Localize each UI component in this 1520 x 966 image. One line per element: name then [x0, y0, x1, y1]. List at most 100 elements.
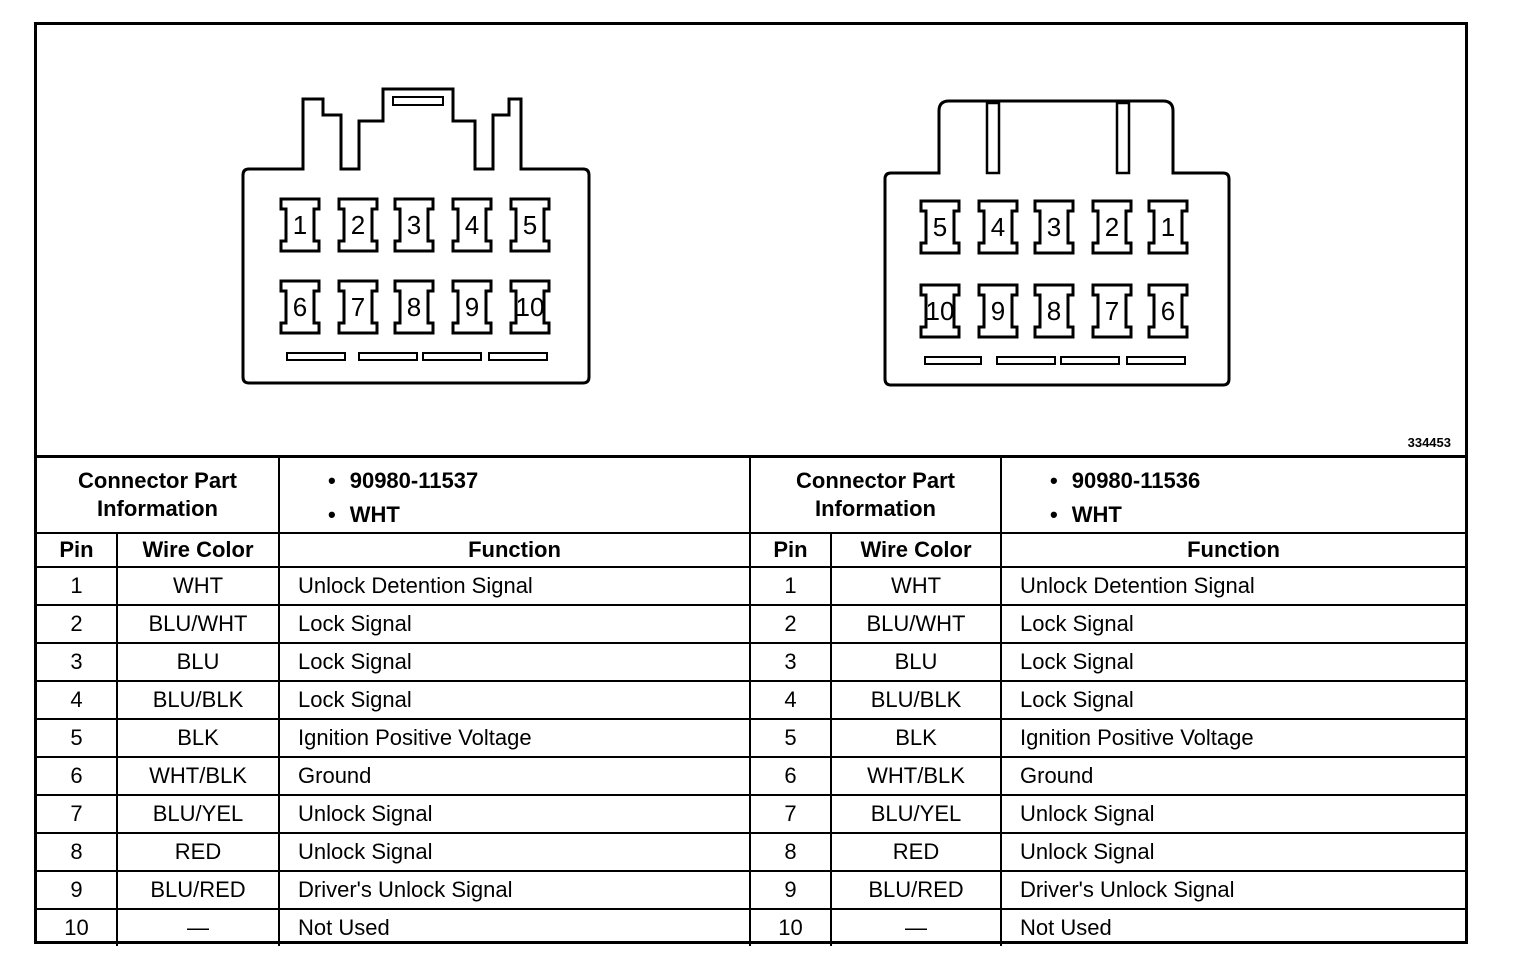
- pin-cell: 4: [37, 680, 118, 720]
- pin-number-label: 9: [465, 292, 479, 322]
- function-cell: Not Used: [1000, 908, 1465, 946]
- connector-pin: 9: [451, 279, 493, 335]
- wire-color-cell: WHT/BLK: [829, 756, 1003, 796]
- pin-cell: 9: [751, 870, 832, 910]
- connector-pin: 5: [509, 197, 551, 253]
- header-wire-color: Wire Color: [829, 532, 1003, 568]
- wire-color-cell: BLU/RED: [829, 870, 1003, 910]
- function-cell: Driver's Unlock Signal: [1000, 870, 1465, 910]
- connector-pin: 3: [1033, 199, 1075, 255]
- pin-cell: 1: [751, 566, 832, 606]
- function-cell: Ground: [1000, 756, 1465, 796]
- connector-pin: 10: [919, 283, 961, 339]
- connector-info-values: 90980-11536 WHT: [1000, 458, 1465, 534]
- function-cell: Unlock Signal: [278, 794, 751, 834]
- connector-pin: 7: [337, 279, 379, 335]
- table-row: 10—Not Used: [37, 908, 751, 946]
- pin-cell: 7: [751, 794, 832, 834]
- pin-number-label: 4: [991, 212, 1005, 242]
- pin-number-label: 7: [1105, 296, 1119, 326]
- pin-number-label: 2: [1105, 212, 1119, 242]
- function-cell: Lock Signal: [278, 680, 751, 720]
- connector-pin: 2: [337, 197, 379, 253]
- pin-cell: 2: [751, 604, 832, 644]
- pin-number-label: 6: [1161, 296, 1175, 326]
- pin-tables: Connector Part Information 90980-11537 W…: [37, 455, 1465, 946]
- wire-color-cell: WHT: [115, 566, 281, 606]
- pin-cell: 10: [37, 908, 118, 946]
- header-function: Function: [278, 532, 751, 568]
- part-number: 90980-11536: [1050, 464, 1465, 498]
- pin-cell: 9: [37, 870, 118, 910]
- pin-cell: 1: [37, 566, 118, 606]
- wire-color-cell: BLU/BLK: [115, 680, 281, 720]
- connector-pin: 6: [279, 279, 321, 335]
- pin-cell: 8: [751, 832, 832, 872]
- connector-pin: 1: [1147, 199, 1189, 255]
- pin-cell: 5: [751, 718, 832, 758]
- pin-number-label: 6: [293, 292, 307, 322]
- function-cell: Unlock Signal: [1000, 832, 1465, 872]
- connector-info-label-line2: Information: [97, 496, 218, 521]
- function-cell: Unlock Signal: [1000, 794, 1465, 834]
- function-cell: Unlock Signal: [278, 832, 751, 872]
- function-cell: Lock Signal: [1000, 642, 1465, 682]
- wire-color-cell: —: [115, 908, 281, 946]
- pin-cell: 2: [37, 604, 118, 644]
- pin-cell: 7: [37, 794, 118, 834]
- wire-color-cell: RED: [115, 832, 281, 872]
- function-cell: Lock Signal: [1000, 604, 1465, 644]
- pin-number-label: 3: [1047, 212, 1061, 242]
- function-cell: Not Used: [278, 908, 751, 946]
- pin-number-label: 7: [351, 292, 365, 322]
- figure-number: 334453: [1407, 435, 1451, 450]
- function-cell: Ignition Positive Voltage: [278, 718, 751, 758]
- pin-number-label: 8: [407, 292, 421, 322]
- pin-table-right: Connector Part Information 90980-11536 W…: [751, 458, 1465, 946]
- wire-color-cell: WHT: [829, 566, 1003, 606]
- pin-cell: 3: [37, 642, 118, 682]
- connector-info-label-line2: Information: [815, 496, 936, 521]
- pin-number-label: 9: [991, 296, 1005, 326]
- pin-cell: 4: [751, 680, 832, 720]
- part-color: WHT: [328, 498, 749, 532]
- pin-number-label: 3: [407, 210, 421, 240]
- function-cell: Driver's Unlock Signal: [278, 870, 751, 910]
- connector-pin: 6: [1147, 283, 1189, 339]
- pin-number-label: 8: [1047, 296, 1061, 326]
- connector-pin: 10: [509, 279, 551, 335]
- pin-number-label: 10: [516, 292, 545, 322]
- function-cell: Ignition Positive Voltage: [1000, 718, 1465, 758]
- wire-color-cell: WHT/BLK: [115, 756, 281, 796]
- wire-color-cell: BLU/BLK: [829, 680, 1003, 720]
- pin-number-label: 1: [293, 210, 307, 240]
- pin-number-label: 10: [926, 296, 955, 326]
- pin-number-label: 5: [933, 212, 947, 242]
- pin-cell: 10: [751, 908, 832, 946]
- pin-number-label: 5: [523, 210, 537, 240]
- wire-color-cell: BLU: [829, 642, 1003, 682]
- connector-info-label: Connector Part Information: [751, 458, 1003, 534]
- connector-pin: 3: [393, 197, 435, 253]
- function-cell: Unlock Detention Signal: [1000, 566, 1465, 606]
- wire-color-cell: BLU/WHT: [829, 604, 1003, 644]
- header-pin: Pin: [751, 532, 832, 568]
- wire-color-cell: BLU/WHT: [115, 604, 281, 644]
- connector-pin: 4: [977, 199, 1019, 255]
- pin-cell: 6: [37, 756, 118, 796]
